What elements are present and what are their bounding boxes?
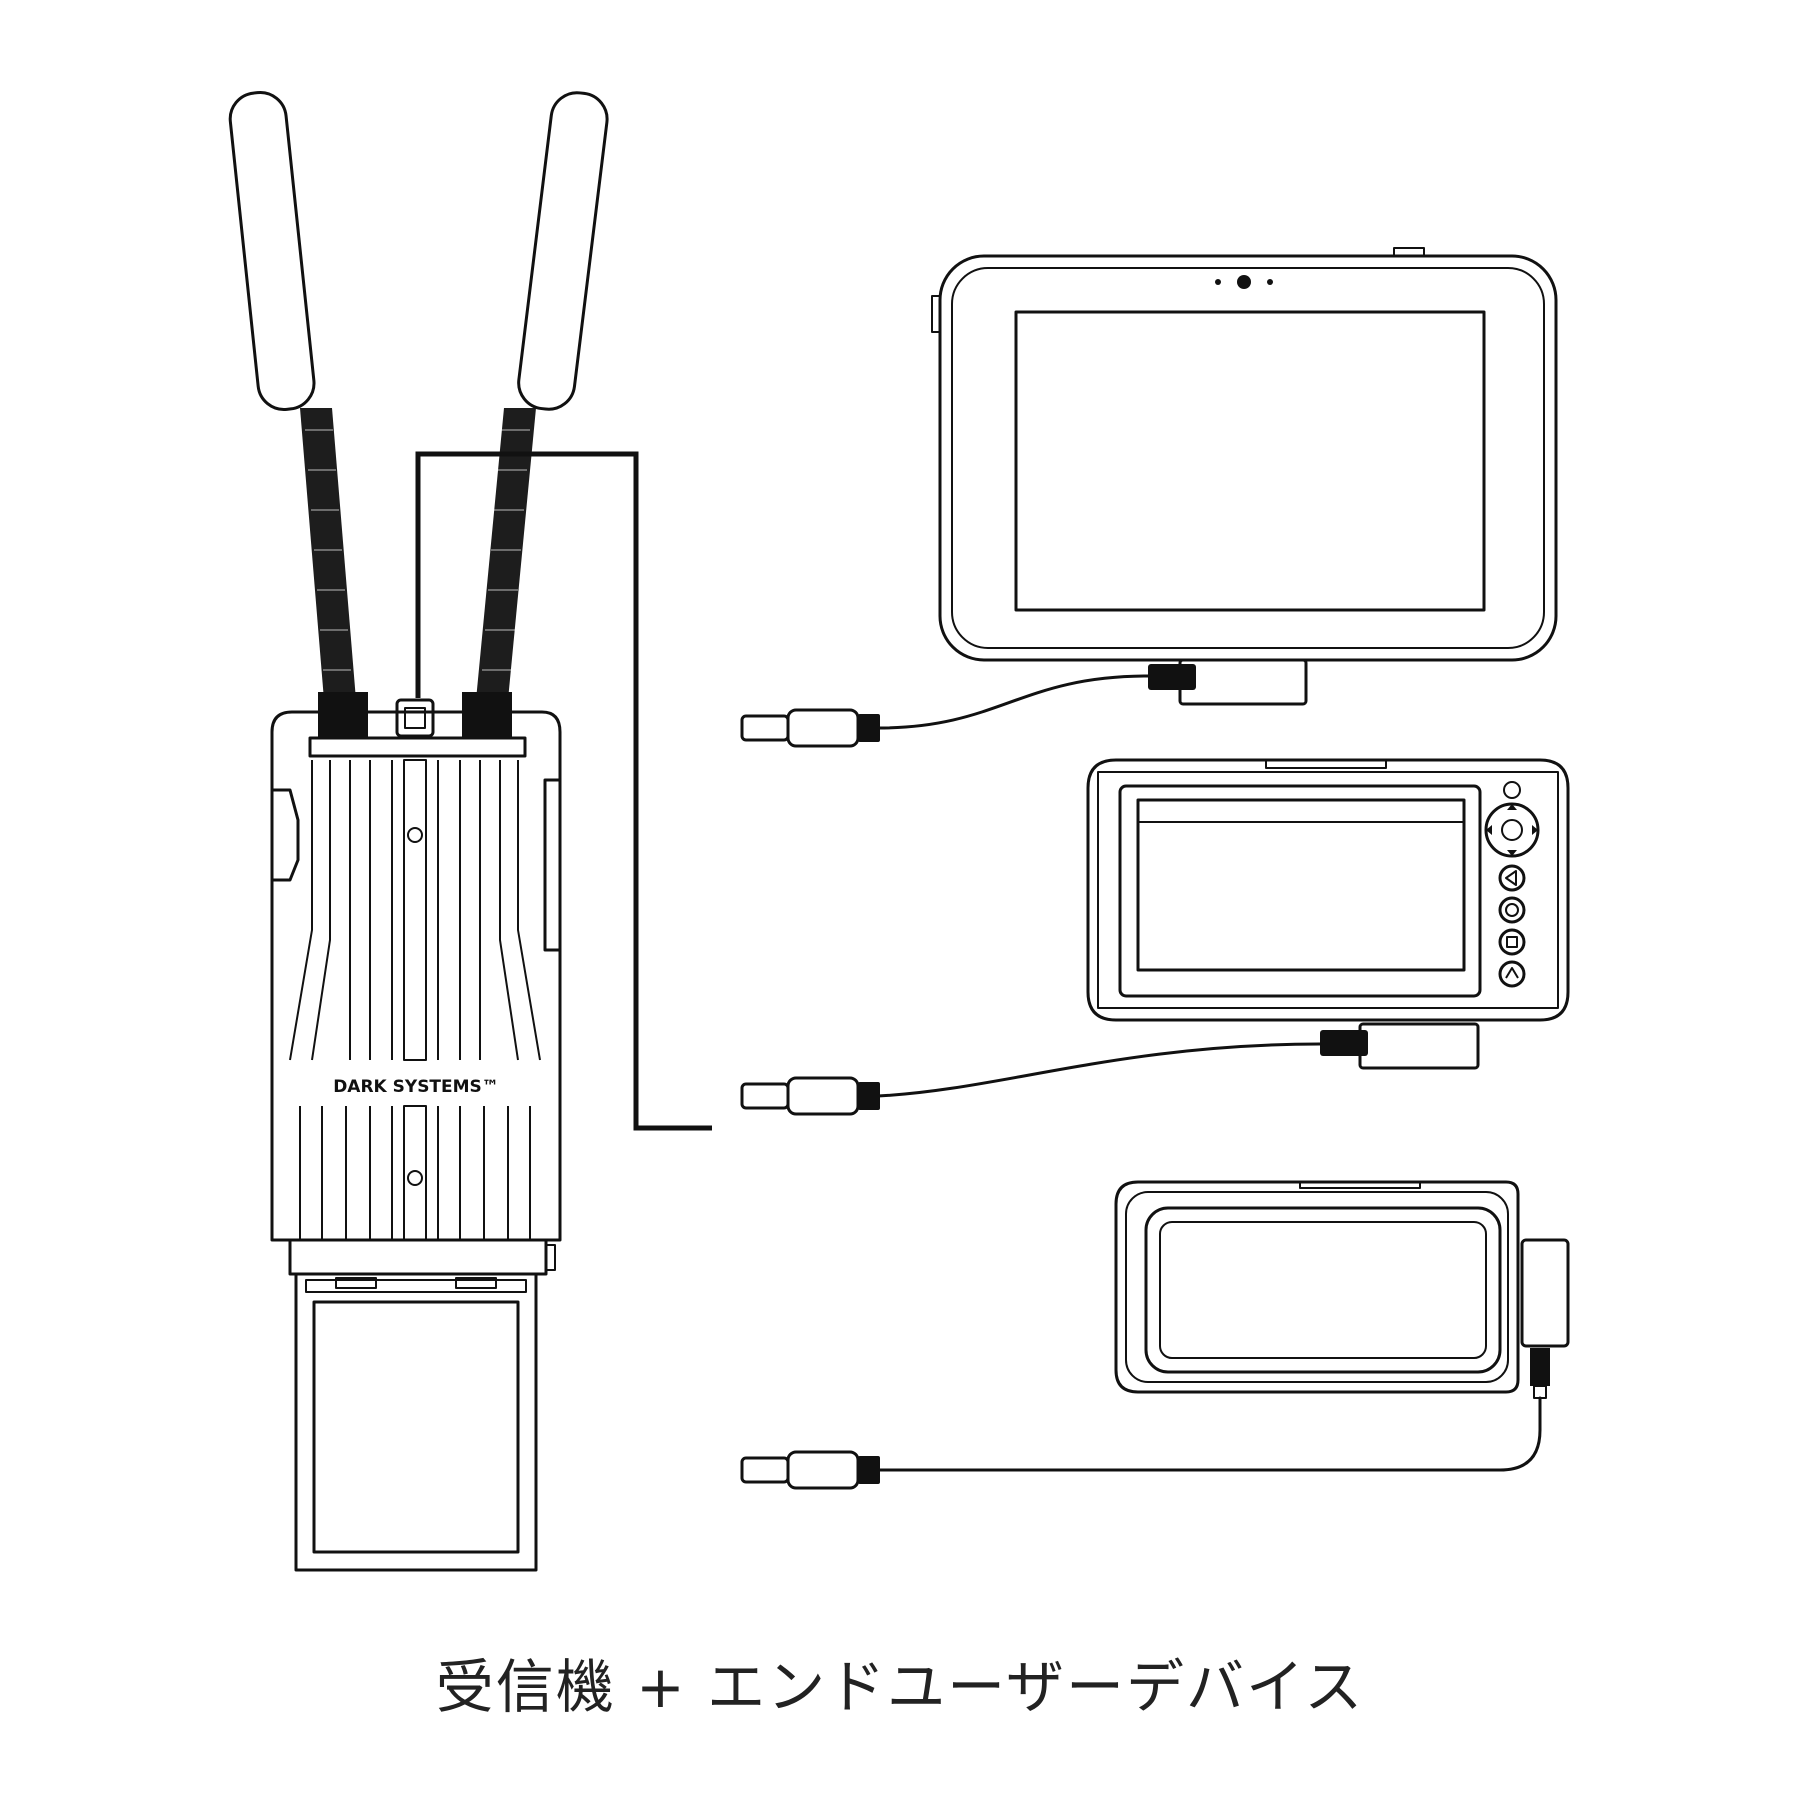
cable-1: [876, 674, 1150, 730]
antenna-left: [228, 91, 368, 738]
connector-plug-2: [740, 1076, 880, 1116]
tablet-large: [931, 247, 1558, 706]
battery-pack: [294, 1272, 538, 1572]
cable-2: [876, 1042, 1322, 1098]
diagram-caption: 受信機 + エンドユーザーデバイス: [435, 1653, 1365, 1721]
rugged-phone: [1114, 1180, 1570, 1399]
antenna-right: [462, 91, 609, 738]
connector-plug-1: [740, 708, 880, 748]
receiver-device: DARK SYSTEMS™: [228, 91, 609, 1572]
handheld-controller: [1086, 758, 1570, 1070]
brand-label: DARK SYSTEMS™: [333, 1077, 499, 1097]
connection-line: [415, 451, 712, 1131]
connector-plug-3: [740, 1450, 880, 1490]
cable-3: [876, 1396, 1542, 1472]
